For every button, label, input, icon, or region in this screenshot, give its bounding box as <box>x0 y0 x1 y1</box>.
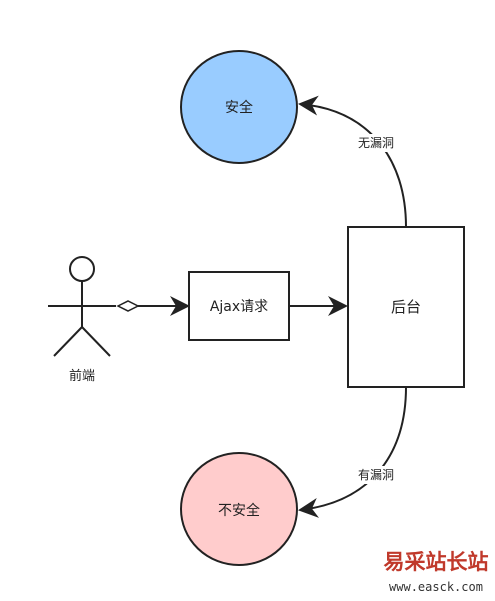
watermark-title: 易采站长站 <box>384 549 489 574</box>
has-vuln-edge: 有漏洞 <box>298 386 407 518</box>
safe-node: 安全 <box>180 50 298 164</box>
no-vuln-label: 无漏洞 <box>358 136 394 150</box>
unsafe-node: 不安全 <box>180 452 298 566</box>
actor-head <box>69 256 95 282</box>
ajax-label: Ajax请求 <box>210 299 268 315</box>
actor-right-leg <box>81 326 111 357</box>
actor-label: 前端 <box>69 368 95 384</box>
watermark-url: www.easck.com <box>389 580 483 594</box>
ajax-request-node: Ajax请求 <box>188 271 290 341</box>
actor-left-leg <box>53 326 83 357</box>
actor-to-ajax-edge <box>116 296 190 316</box>
backend-node: 后台 <box>347 226 465 388</box>
watermark: 易采站长站 www.easck.com <box>384 549 489 594</box>
safe-label: 安全 <box>225 99 253 116</box>
diamond-connector <box>116 300 140 312</box>
has-vuln-label: 有漏洞 <box>358 468 394 482</box>
no-vuln-edge: 无漏洞 <box>298 95 407 228</box>
frontend-actor: 前端 <box>48 256 116 384</box>
backend-label: 后台 <box>391 298 421 316</box>
unsafe-label: 不安全 <box>218 502 260 519</box>
